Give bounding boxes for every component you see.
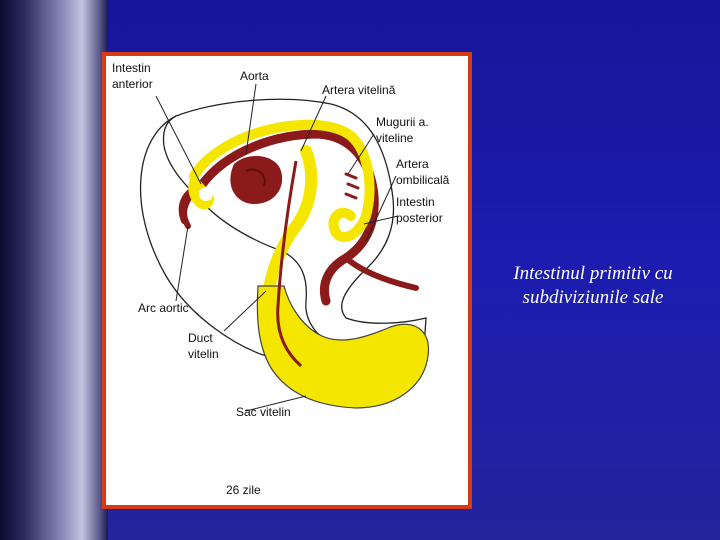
pharyngeal-pouch xyxy=(199,187,213,201)
label-artera-vitelina: Artera vitelină xyxy=(322,83,396,97)
label-artera-ombilicala-1: Artera xyxy=(396,157,429,171)
umbilical-artery xyxy=(343,255,419,291)
label-sac-vitelin: Sac vitelin xyxy=(236,405,291,419)
slide-caption: Intestinul primitiv cu subdiviziunile sa… xyxy=(478,262,708,310)
label-intestin-posterior-1: Intestin xyxy=(396,195,435,209)
side-gradient-bar xyxy=(0,0,108,540)
vitelline-artery xyxy=(276,160,302,368)
heart xyxy=(230,155,283,204)
label-intestin-anterior-2: anterior xyxy=(112,77,153,91)
embryo-figure: Intestin anterior Aorta Artera vitelină … xyxy=(102,52,472,509)
leader-lines xyxy=(155,83,399,412)
label-duct-vitelin-1: Duct xyxy=(188,331,213,345)
embryo-diagram: Intestin anterior Aorta Artera vitelină … xyxy=(112,61,450,497)
caption-line-1: Intestinul primitiv cu xyxy=(513,263,673,284)
label-age: 26 zile xyxy=(226,483,261,497)
label-intestin-posterior-2: posterior xyxy=(396,211,443,225)
label-artera-ombilicala-2: ombilicală xyxy=(396,173,450,187)
foregut xyxy=(189,119,356,181)
label-mugurii-2: viteline xyxy=(376,131,414,145)
heart-fold xyxy=(245,168,266,187)
label-arc-aortic: Arc aortic xyxy=(138,301,189,315)
label-duct-vitelin-2: vitelin xyxy=(188,347,219,361)
label-aorta: Aorta xyxy=(240,69,269,83)
yolk-sac xyxy=(256,285,430,409)
midgut xyxy=(262,145,318,302)
label-intestin-anterior-1: Intestin xyxy=(112,61,151,75)
head-outline xyxy=(139,115,267,357)
vitelline-buds xyxy=(344,172,360,200)
label-mugurii-1: Mugurii a. xyxy=(376,115,429,129)
caption-line-2: subdiviziunile sale xyxy=(522,287,664,308)
hindgut xyxy=(328,131,375,242)
